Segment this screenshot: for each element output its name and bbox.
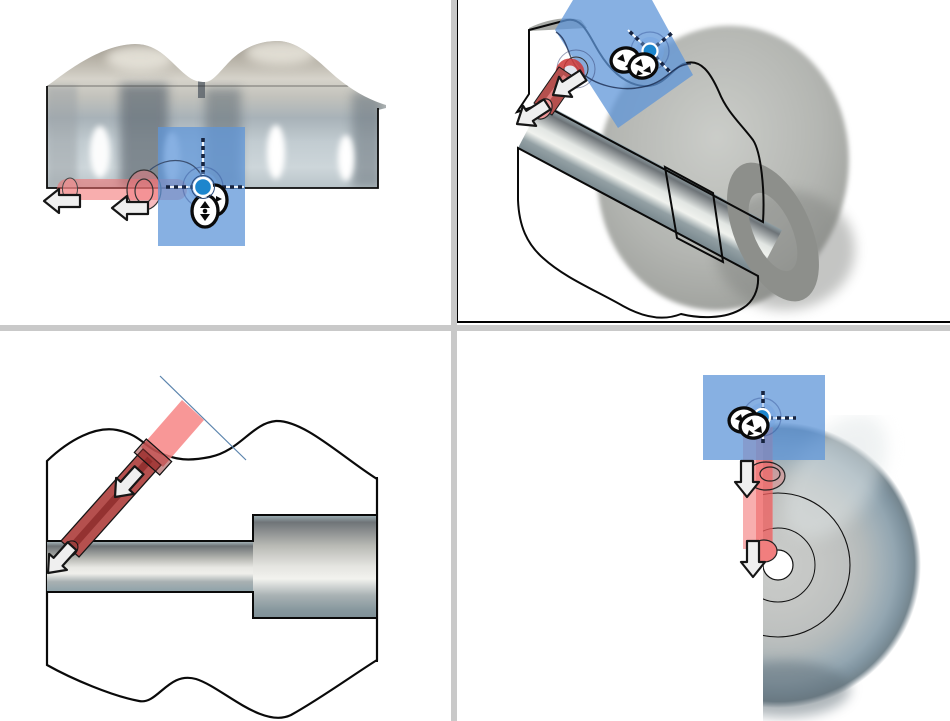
ring-arc-outer xyxy=(763,492,851,638)
pocket-silhouette xyxy=(555,31,692,90)
cross-section-lower xyxy=(517,146,760,319)
angled-drill-tool xyxy=(60,375,247,558)
tool-coil-inner xyxy=(759,466,781,482)
counterbore-cylinder xyxy=(253,515,377,618)
panel-side-section-view xyxy=(37,375,379,719)
panel-front-section-view xyxy=(42,41,386,246)
panel-isometric-section-view xyxy=(456,0,950,323)
counterbore-step-section xyxy=(663,165,725,264)
lead-in-arc xyxy=(149,159,203,178)
pane-divider-horizontal xyxy=(0,325,950,331)
drag-handle[interactable] xyxy=(609,28,674,81)
pane-divider-vertical xyxy=(451,0,457,721)
drag-handle[interactable] xyxy=(166,138,244,229)
hole-rim-crescent xyxy=(727,162,819,302)
origin-point-icon[interactable] xyxy=(192,176,214,198)
hole-outline xyxy=(47,477,378,662)
tool-axis-line xyxy=(159,375,247,461)
panel-end-section-view xyxy=(703,375,921,717)
ring-arc-mid xyxy=(763,527,816,603)
valley-slot xyxy=(198,76,205,98)
drilled-hole-cylinder xyxy=(518,102,782,276)
surface-collar xyxy=(133,438,173,476)
pane-border xyxy=(456,0,950,323)
drag-handle[interactable] xyxy=(727,391,796,443)
